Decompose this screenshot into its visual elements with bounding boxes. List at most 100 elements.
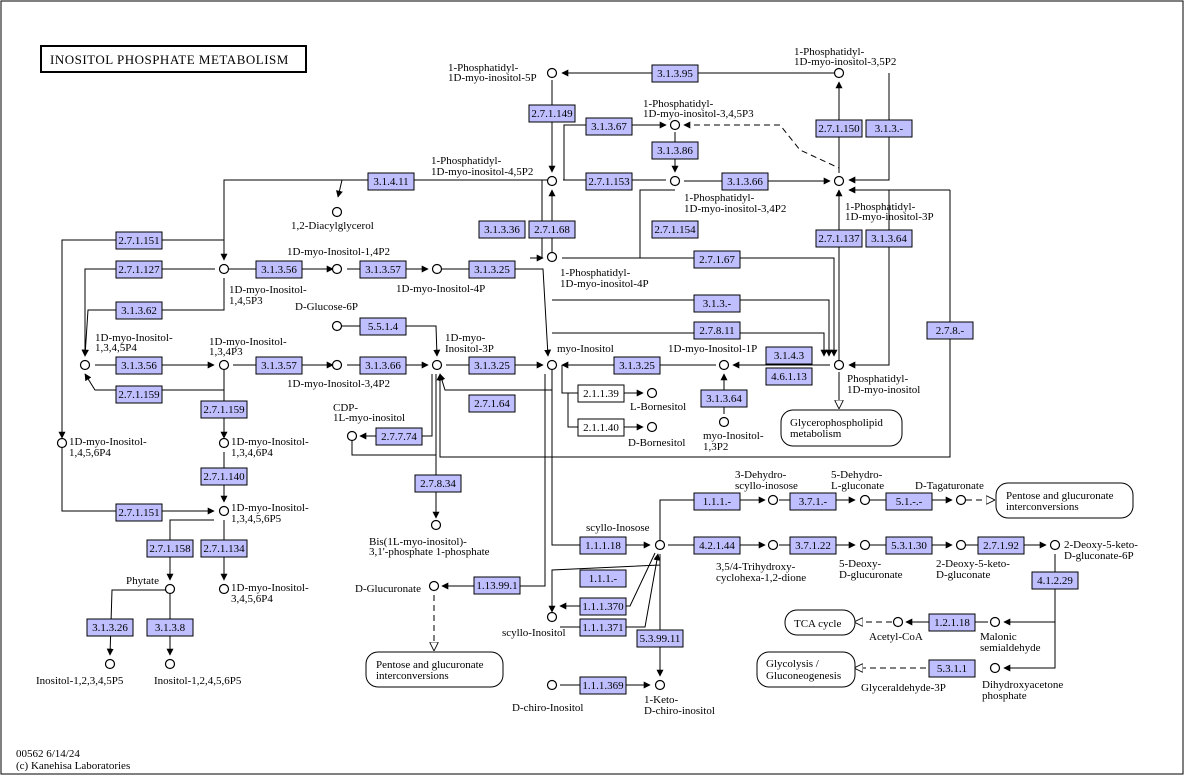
enzyme-3-1-4-11[interactable]: 3.1.4.11	[367, 172, 415, 191]
enzyme-2-7-1-149[interactable]: 2.7.1.149	[528, 104, 576, 123]
enzyme-2-7-8-11[interactable]: 2.7.8.11	[693, 321, 741, 340]
enzyme-3-1-3-57-mid[interactable]: 3.1.3.57	[255, 356, 303, 375]
compound-pi45p2-node[interactable]	[546, 175, 558, 187]
enzyme-2-1-1-40[interactable]: 2.1.1.40	[577, 418, 625, 437]
compound-ip2-34-node[interactable]	[331, 359, 343, 371]
enzyme-3-7-1-x[interactable]: 3.7.1.-	[789, 492, 837, 511]
enzyme-1-1-1-369[interactable]: 1.1.1.369	[579, 676, 627, 695]
compound-d-chiro-node[interactable]	[546, 679, 558, 691]
enzyme-5-3-1-1[interactable]: 5.3.1.1	[928, 659, 976, 678]
enzyme-5-3-99-11[interactable]: 5.3.99.11	[636, 629, 684, 648]
enzyme-5-3-1-30[interactable]: 5.3.1.30	[885, 536, 933, 555]
compound-pi5p-node[interactable]	[546, 67, 558, 79]
enzyme-3-1-3-26[interactable]: 3.1.3.26	[86, 618, 134, 637]
enzyme-3-1-3-57-top[interactable]: 3.1.3.57	[359, 260, 407, 279]
enzyme-2-7-1-137[interactable]: 2.7.1.137	[815, 229, 863, 248]
enzyme-1-1-1-370[interactable]: 1.1.1.370	[579, 597, 627, 616]
enzyme-2-7-1-154[interactable]: 2.7.1.154	[651, 220, 699, 239]
compound-l-bornesitol-node[interactable]	[646, 387, 658, 399]
compound-ip5-12345-node[interactable]	[104, 658, 116, 670]
compound-ip-1p-node[interactable]	[718, 359, 730, 371]
enzyme-2-7-1-159-a[interactable]: 2.7.1.159	[115, 385, 163, 404]
enzyme-2-7-1-64[interactable]: 2.7.1.64	[468, 394, 516, 413]
pathway-link-glycolysis[interactable]: Glycolysis / Gluconeogenesis	[756, 651, 856, 688]
pathway-link-pentose-bottom[interactable]: Pentose and glucuronate interconversions	[365, 651, 504, 688]
enzyme-3-1-3-36[interactable]: 3.1.3.36	[478, 220, 526, 239]
enzyme-2-7-1-67[interactable]: 2.7.1.67	[693, 250, 741, 269]
compound-scyllo-inosose-node[interactable]	[654, 539, 666, 551]
enzyme-3-1-3-67[interactable]: 3.1.3.67	[585, 117, 633, 136]
enzyme-4-6-1-13[interactable]: 4.6.1.13	[765, 367, 813, 386]
compound-glucose6p-node[interactable]	[331, 320, 343, 332]
enzyme-3-1-3-62[interactable]: 3.1.3.62	[115, 301, 163, 320]
enzyme-1-1-1-x-mid[interactable]: 1.1.1.-	[579, 569, 627, 588]
enzyme-2-7-1-127[interactable]: 2.7.1.127	[115, 260, 163, 279]
enzyme-3-1-3-25-right[interactable]: 3.1.3.25	[613, 356, 661, 375]
compound-d-glucuronate-node[interactable]	[428, 580, 440, 592]
compound-dhap-node[interactable]	[989, 662, 1001, 674]
compound-ip2-13-node[interactable]	[718, 416, 730, 428]
compound-ip4-1346-node[interactable]	[218, 437, 230, 449]
enzyme-3-1-3-66-mid[interactable]: 3.1.3.66	[359, 356, 407, 375]
enzyme-2-7-7-74[interactable]: 2.7.7.74	[375, 427, 423, 446]
enzyme-3-1-3-8[interactable]: 3.1.3.8	[146, 618, 194, 637]
compound-myoinositol-node[interactable]	[546, 359, 558, 371]
compound-pi4p-node[interactable]	[546, 251, 558, 263]
enzyme-2-7-8-x[interactable]: 2.7.8.-	[926, 321, 974, 340]
compound-ip4-1345-node[interactable]	[79, 359, 91, 371]
enzyme-1-2-1-18[interactable]: 1.2.1.18	[928, 613, 976, 632]
enzyme-3-1-3-66-top[interactable]: 3.1.3.66	[721, 172, 769, 191]
compound-deoxy-keto-node[interactable]	[955, 539, 967, 551]
compound-dehydro-gluconate-node[interactable]	[859, 494, 871, 506]
compound-d-bornesitol-node[interactable]	[646, 421, 658, 433]
enzyme-2-7-1-153[interactable]: 2.7.1.153	[585, 172, 633, 191]
compound-ip4-1456-node[interactable]	[56, 437, 68, 449]
enzyme-5-5-1-4[interactable]: 5.5.1.4	[359, 317, 407, 336]
enzyme-2-7-1-150[interactable]: 2.7.1.150	[815, 119, 863, 138]
compound-pi3p-node[interactable]	[833, 175, 845, 187]
compound-dehydro-scyllo-node[interactable]	[767, 494, 779, 506]
enzyme-2-7-8-34[interactable]: 2.7.8.34	[414, 474, 462, 493]
enzyme-4-2-1-44[interactable]: 4.2.1.44	[693, 536, 741, 555]
enzyme-3-1-3-64-top[interactable]: 3.1.3.64	[865, 229, 913, 248]
enzyme-2-7-1-151-a[interactable]: 2.7.1.151	[115, 231, 163, 250]
compound-pi-node[interactable]	[833, 359, 845, 371]
enzyme-3-1-4-3[interactable]: 3.1.4.3	[765, 346, 813, 365]
pathway-link-glycerophospholipid[interactable]: Glycerophospholipid metabolism	[780, 409, 903, 447]
enzyme-3-1-3-64-mid[interactable]: 3.1.3.64	[700, 389, 748, 408]
enzyme-2-7-1-151-b[interactable]: 2.7.1.151	[115, 503, 163, 522]
compound-pi35p2-node[interactable]	[833, 67, 845, 79]
compound-malonic-node[interactable]	[989, 616, 1001, 628]
enzyme-3-1-3-95[interactable]: 3.1.3.95	[651, 64, 699, 83]
compound-ip3-145-node[interactable]	[218, 263, 230, 275]
compound-ip4-3456-node[interactable]	[218, 583, 230, 595]
compound-ip2-14-node[interactable]	[331, 263, 343, 275]
compound-ip5-12456-node[interactable]	[164, 658, 176, 670]
enzyme-4-1-2-29[interactable]: 4.1.2.29	[1031, 571, 1079, 590]
enzyme-2-7-1-92[interactable]: 2.7.1.92	[977, 536, 1025, 555]
enzyme-3-1-3-56-mid[interactable]: 3.1.3.56	[115, 356, 163, 375]
enzyme-3-1-3-86[interactable]: 3.1.3.86	[651, 141, 699, 160]
enzyme-1-13-99-1[interactable]: 1.13.99.1	[473, 576, 521, 595]
compound-pip3-node[interactable]	[669, 119, 681, 131]
pathway-link-pentose-right[interactable]: Pentose and glucuronate interconversions	[995, 482, 1134, 519]
compound-keto-chiro-node[interactable]	[654, 679, 666, 691]
enzyme-3-1-3-x-mid[interactable]: 3.1.3.-	[693, 294, 741, 313]
enzyme-3-1-3-56-top[interactable]: 3.1.3.56	[255, 260, 303, 279]
enzyme-3-7-1-22[interactable]: 3.7.1.22	[789, 536, 837, 555]
compound-cdp-inositol-node[interactable]	[346, 430, 358, 442]
enzyme-3-1-3-25-top[interactable]: 3.1.3.25	[468, 260, 516, 279]
compound-ip3-134-node[interactable]	[218, 359, 230, 371]
compound-pi34p2-node[interactable]	[669, 175, 681, 187]
compound-ip5-13456-node[interactable]	[218, 505, 230, 517]
enzyme-2-7-1-134[interactable]: 2.7.1.134	[200, 539, 248, 558]
compound-deoxy-gluconate-node[interactable]	[859, 539, 871, 551]
enzyme-1-1-1-371[interactable]: 1.1.1.371	[579, 618, 627, 637]
compound-acetyl-coa-node[interactable]	[892, 616, 904, 628]
compound-ip4p-node[interactable]	[431, 263, 443, 275]
enzyme-2-1-1-39[interactable]: 2.1.1.39	[577, 384, 625, 403]
compound-ip-3p-node[interactable]	[431, 359, 443, 371]
enzyme-3-1-3-x-top[interactable]: 3.1.3.-	[865, 119, 913, 138]
compound-dag-node[interactable]	[331, 206, 343, 218]
pathway-link-tca[interactable]: TCA cycle	[784, 609, 856, 636]
